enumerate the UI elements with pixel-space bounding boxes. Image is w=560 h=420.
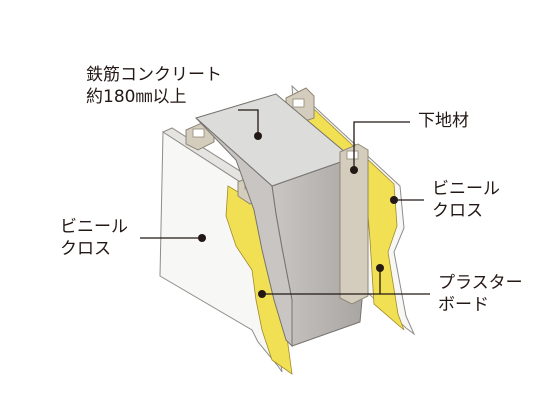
concrete-core-front-edge xyxy=(195,117,293,348)
left-vinyl-label-line2: クロス xyxy=(60,239,111,259)
furring-label-text: 下地材 xyxy=(418,111,469,131)
right-vinyl-cloth-label: ビニール クロス xyxy=(432,178,500,222)
right-vinyl-label-line1: ビニール xyxy=(432,179,500,199)
left-plasterboard-marker-dot xyxy=(258,290,266,298)
left-furring-hole-top xyxy=(192,128,205,138)
furring-label: 下地材 xyxy=(418,110,469,132)
right-vinyl-marker-dot xyxy=(390,196,398,204)
left-vinyl-marker-dot xyxy=(198,234,206,242)
right-vinyl-label-line2: クロス xyxy=(432,201,483,221)
plasterboard-label-line2: ボード xyxy=(438,295,489,315)
concrete-leader-line xyxy=(238,109,259,136)
concrete-marker-dot xyxy=(254,132,262,140)
plasterboard-label: プラスター ボード xyxy=(438,272,523,316)
left-vinyl-label-line1: ビニール xyxy=(60,217,128,237)
furring-marker-dot xyxy=(350,166,358,174)
concrete-label-line1: 鉄筋コンクリート xyxy=(86,65,222,85)
concrete-label: 鉄筋コンクリート 約180㎜以上 xyxy=(86,64,222,108)
furring-leader-line xyxy=(353,121,410,170)
plasterboard-label-line1: プラスター xyxy=(438,273,523,293)
back-furring-hole xyxy=(292,98,305,108)
right-furring-strip xyxy=(339,143,369,305)
left-vinyl-cloth-label: ビニール クロス xyxy=(60,216,128,260)
concrete-label-line2: 約180㎜以上 xyxy=(86,87,187,107)
right-furring-hole xyxy=(346,150,359,160)
right-plasterboard-marker-dot xyxy=(376,264,384,272)
